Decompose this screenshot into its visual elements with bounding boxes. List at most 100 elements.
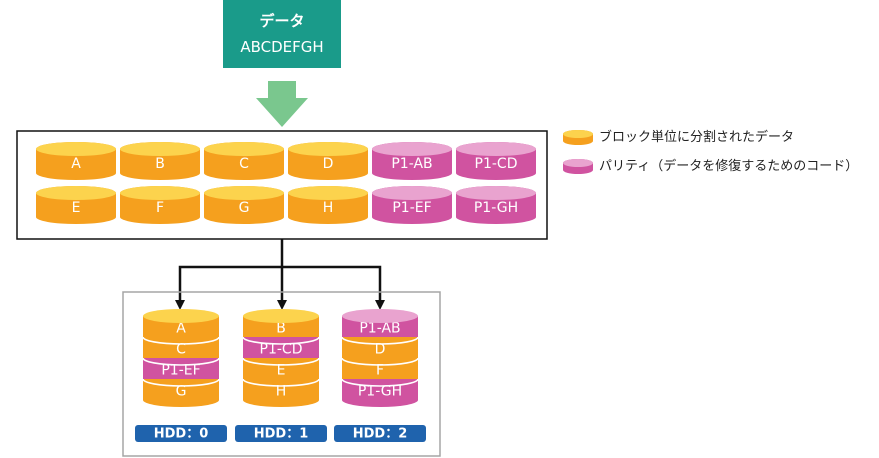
hdd-segment-label: P1-AB <box>359 321 400 337</box>
block-label: E <box>72 200 81 216</box>
hdd-segment-divider <box>142 357 220 366</box>
block-label: H <box>323 200 334 216</box>
hdd-segment-label: G <box>176 384 187 400</box>
hdd-segment <box>342 358 418 379</box>
hdd-label-bar <box>135 425 227 442</box>
block-label: B <box>155 156 165 172</box>
legend-swatch-top <box>563 130 593 138</box>
block-a: A <box>36 142 116 180</box>
legend-label: ブロック単位に分割されたデータ <box>599 129 794 145</box>
arrowhead-hdd1 <box>277 300 287 310</box>
source-data: データ ABCDEFGH <box>223 0 341 68</box>
distribution-arrowheads <box>175 300 385 310</box>
hdd-label-bar <box>235 425 327 442</box>
arrowhead-hdd0 <box>175 300 185 310</box>
hdd-segment <box>243 379 319 400</box>
block-g: G <box>204 186 284 224</box>
block-f: F <box>120 186 200 224</box>
block-label: P1-GH <box>474 200 518 216</box>
hdd-segment <box>143 379 219 400</box>
hdd-top <box>143 309 219 323</box>
legend-label: パリティ（データを修復するためのコード） <box>599 158 858 174</box>
block-top <box>372 142 452 156</box>
block-top <box>456 186 536 200</box>
hdd-segment <box>243 337 319 358</box>
hdd-segment-label: F <box>376 363 384 379</box>
block-top <box>120 142 200 156</box>
hdd-segment-label: C <box>176 342 186 358</box>
block-label: P1-EF <box>392 200 431 216</box>
hdd-segment <box>143 337 219 358</box>
block-top <box>204 186 284 200</box>
hdd-segment <box>143 358 219 379</box>
hdd-top <box>243 309 319 323</box>
hdd-segment-label: B <box>276 321 286 337</box>
disks-group: AC P1-EF G HDD：0 B P1-CD EH HDD：1 P1-AB DF P1-GH HD… <box>135 309 426 442</box>
branch-left-line <box>178 265 282 300</box>
distribution-lines <box>178 239 382 300</box>
hdd-segment <box>342 379 418 400</box>
hdd-segment-divider <box>341 378 419 387</box>
branch-right-line <box>282 265 382 300</box>
down-arrow <box>256 81 308 127</box>
block-p1-ef: P1-EF <box>372 186 452 224</box>
block-top <box>204 142 284 156</box>
block-label: G <box>239 200 250 216</box>
block-p1-cd: P1-CD <box>456 142 536 180</box>
block-label: P1-AB <box>391 156 432 172</box>
block-h: H <box>288 186 368 224</box>
hdd-2: P1-AB DF P1-GH HDD：2 <box>334 309 426 442</box>
hdd-0: AC P1-EF G HDD：0 <box>135 309 227 442</box>
block-label: P1-CD <box>475 156 518 172</box>
hdd-1: B P1-CD EH HDD：1 <box>235 309 327 442</box>
block-top <box>36 142 116 156</box>
source-title: データ <box>259 12 304 30</box>
block-top <box>120 186 200 200</box>
hdd-label: HDD：1 <box>254 427 309 442</box>
hdd-segment <box>342 337 418 358</box>
block-label: C <box>239 156 249 172</box>
hdd-segment-label: A <box>176 321 186 337</box>
hdd-segment-label: P1-EF <box>161 363 200 379</box>
block-d: D <box>288 142 368 180</box>
hdd-top <box>342 309 418 323</box>
block-top <box>288 142 368 156</box>
block-c: C <box>204 142 284 180</box>
hdd-segment <box>243 358 319 379</box>
hdd-segment-label: P1-CD <box>260 342 303 358</box>
hdd-segment-divider <box>242 336 320 345</box>
hdd-segment-divider <box>142 336 220 345</box>
block-label: D <box>323 156 334 172</box>
legend-swatch-top <box>563 159 593 167</box>
source-data-box <box>223 0 341 68</box>
hdd-segment-divider <box>341 357 419 366</box>
blocks-group: A B C D P1-AB P1-CD E F G H P1-EF P1-GH <box>36 142 536 224</box>
hdd-segment-label: E <box>277 363 286 379</box>
block-top <box>36 186 116 200</box>
hdd-label-bar <box>334 425 426 442</box>
hdd-segment-label: P1-GH <box>358 384 402 400</box>
block-label: A <box>71 156 81 172</box>
block-top <box>456 142 536 156</box>
storage-frame <box>122 291 441 457</box>
block-b: B <box>120 142 200 180</box>
block-e: E <box>36 186 116 224</box>
hdd-segment-label: H <box>276 384 287 400</box>
block-p1-ab: P1-AB <box>372 142 452 180</box>
block-top <box>288 186 368 200</box>
hdd-label: HDD：2 <box>353 427 408 442</box>
block-top <box>372 186 452 200</box>
arrowhead-hdd2 <box>375 300 385 310</box>
legend-item-parity: パリティ（データを修復するためのコード） <box>563 158 858 174</box>
hdd-segment-divider <box>242 357 320 366</box>
hdd-segment-label: D <box>375 342 386 358</box>
block-p1-gh: P1-GH <box>456 186 536 224</box>
hdd-segment-divider <box>341 336 419 345</box>
hdd-label: HDD：0 <box>154 427 209 442</box>
source-data-string: ABCDEFGH <box>240 38 323 56</box>
hdd-segment-divider <box>242 378 320 387</box>
legend-item-data: ブロック単位に分割されたデータ <box>563 129 794 145</box>
hdd-segment-divider <box>142 378 220 387</box>
